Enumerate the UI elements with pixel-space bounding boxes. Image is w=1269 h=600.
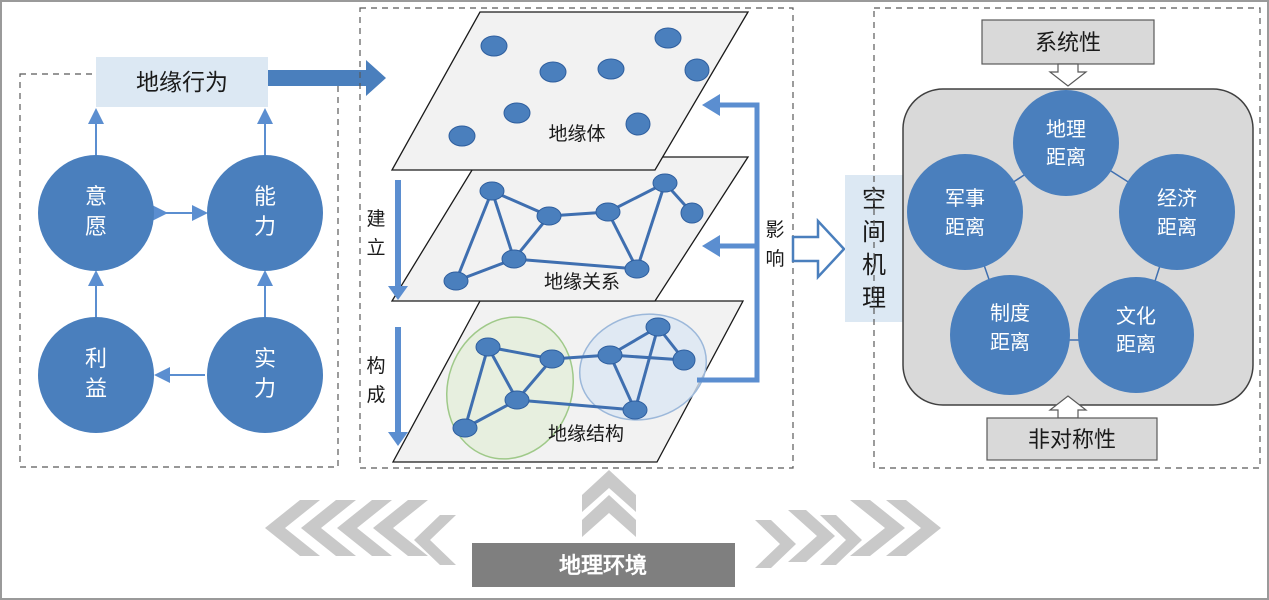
chevron-left-2 (301, 500, 356, 556)
influence-loop (697, 94, 760, 383)
interest-char-1: 利 (85, 347, 107, 372)
geography-line-1: 地理 (1046, 117, 1086, 141)
chevron-right-4 (788, 510, 835, 562)
chevron-up-2 (582, 495, 636, 537)
interest-char-2: 益 (85, 377, 107, 402)
influence-char-1: 影 (765, 219, 784, 241)
economy-line-1: 经济 (1157, 186, 1197, 210)
economy-line-2: 距离 (1157, 215, 1197, 239)
chevron-up-1 (582, 470, 636, 512)
will-char-1: 意 (85, 185, 107, 210)
relation-nodes (443, 173, 704, 291)
military-line-1: 军事 (945, 186, 985, 210)
entity-layer: 地缘体 (390, 11, 750, 171)
structure-cluster-blue (578, 313, 708, 421)
entity-label: 地缘体 (548, 123, 605, 145)
structure-layer: 地缘结构 (391, 300, 745, 463)
geography-distance-circle: 地理 距离 (1013, 90, 1119, 196)
chevron-right-2 (850, 500, 905, 556)
will-circle: 意 愿 (38, 155, 154, 271)
systemic-label: 系统性 (1035, 31, 1101, 56)
relation-layer: 地缘关系 (390, 156, 750, 302)
entity-nodes (448, 27, 710, 147)
culture-line-2: 距离 (1116, 332, 1156, 356)
chevron-left-3 (337, 500, 392, 556)
build-char-2: 立 (366, 237, 385, 259)
systemic-arrow (1048, 63, 1088, 87)
to-mechanism-arrow (791, 217, 846, 281)
chevron-left-1 (265, 500, 320, 556)
build-arrow-head (388, 286, 408, 300)
institution-distance-circle: 制度 距离 (950, 275, 1070, 395)
military-line-2: 距离 (945, 215, 985, 239)
chevron-right-1 (820, 515, 862, 565)
strength-char-1: 实 (254, 347, 276, 372)
behavior-label-box (96, 57, 268, 107)
culture-distance-circle: 文化 距离 (1078, 277, 1194, 393)
form-char-2: 成 (366, 384, 385, 406)
strength-char-2: 力 (254, 377, 276, 402)
influence-char-2: 响 (765, 248, 784, 270)
culture-line-1: 文化 (1116, 304, 1156, 328)
economy-distance-circle: 经济 距离 (1119, 154, 1235, 270)
interest-circle: 利 益 (38, 317, 154, 433)
environment-label: 地理环境 (559, 553, 647, 579)
form-char-1: 构 (366, 355, 385, 377)
entity-plane (390, 11, 750, 171)
asymmetry-label: 非对称性 (1028, 428, 1116, 453)
institution-line-2: 距离 (990, 330, 1030, 354)
environment-chevrons (265, 470, 941, 568)
asymmetry-box (986, 417, 1158, 461)
structure-nodes (452, 317, 696, 438)
will-char-2: 愿 (85, 215, 107, 240)
relation-label: 地缘关系 (544, 271, 620, 293)
chevron-right-5 (755, 520, 796, 568)
right-panel-frame (873, 7, 1261, 469)
chevron-left-5 (414, 515, 456, 565)
ability-char-1: 能 (254, 185, 276, 210)
strength-circle: 实 力 (207, 317, 323, 433)
behavior-to-layers-arrow (268, 60, 386, 96)
structure-label: 地缘结构 (548, 423, 624, 445)
behavior-label: 地缘行为 (136, 70, 228, 96)
chevron-right-3 (886, 500, 941, 556)
chevron-left-4 (373, 500, 428, 556)
form-arrow-head (388, 432, 408, 446)
institution-line-1: 制度 (990, 301, 1030, 325)
environment-box (472, 543, 735, 587)
ability-char-2: 力 (254, 215, 276, 240)
asymmetry-arrow (1048, 395, 1088, 419)
geography-line-2: 距离 (1046, 145, 1086, 169)
build-char-1: 建 (366, 208, 385, 230)
military-distance-circle: 军事 距离 (907, 154, 1023, 270)
ability-circle: 能 力 (207, 155, 323, 271)
